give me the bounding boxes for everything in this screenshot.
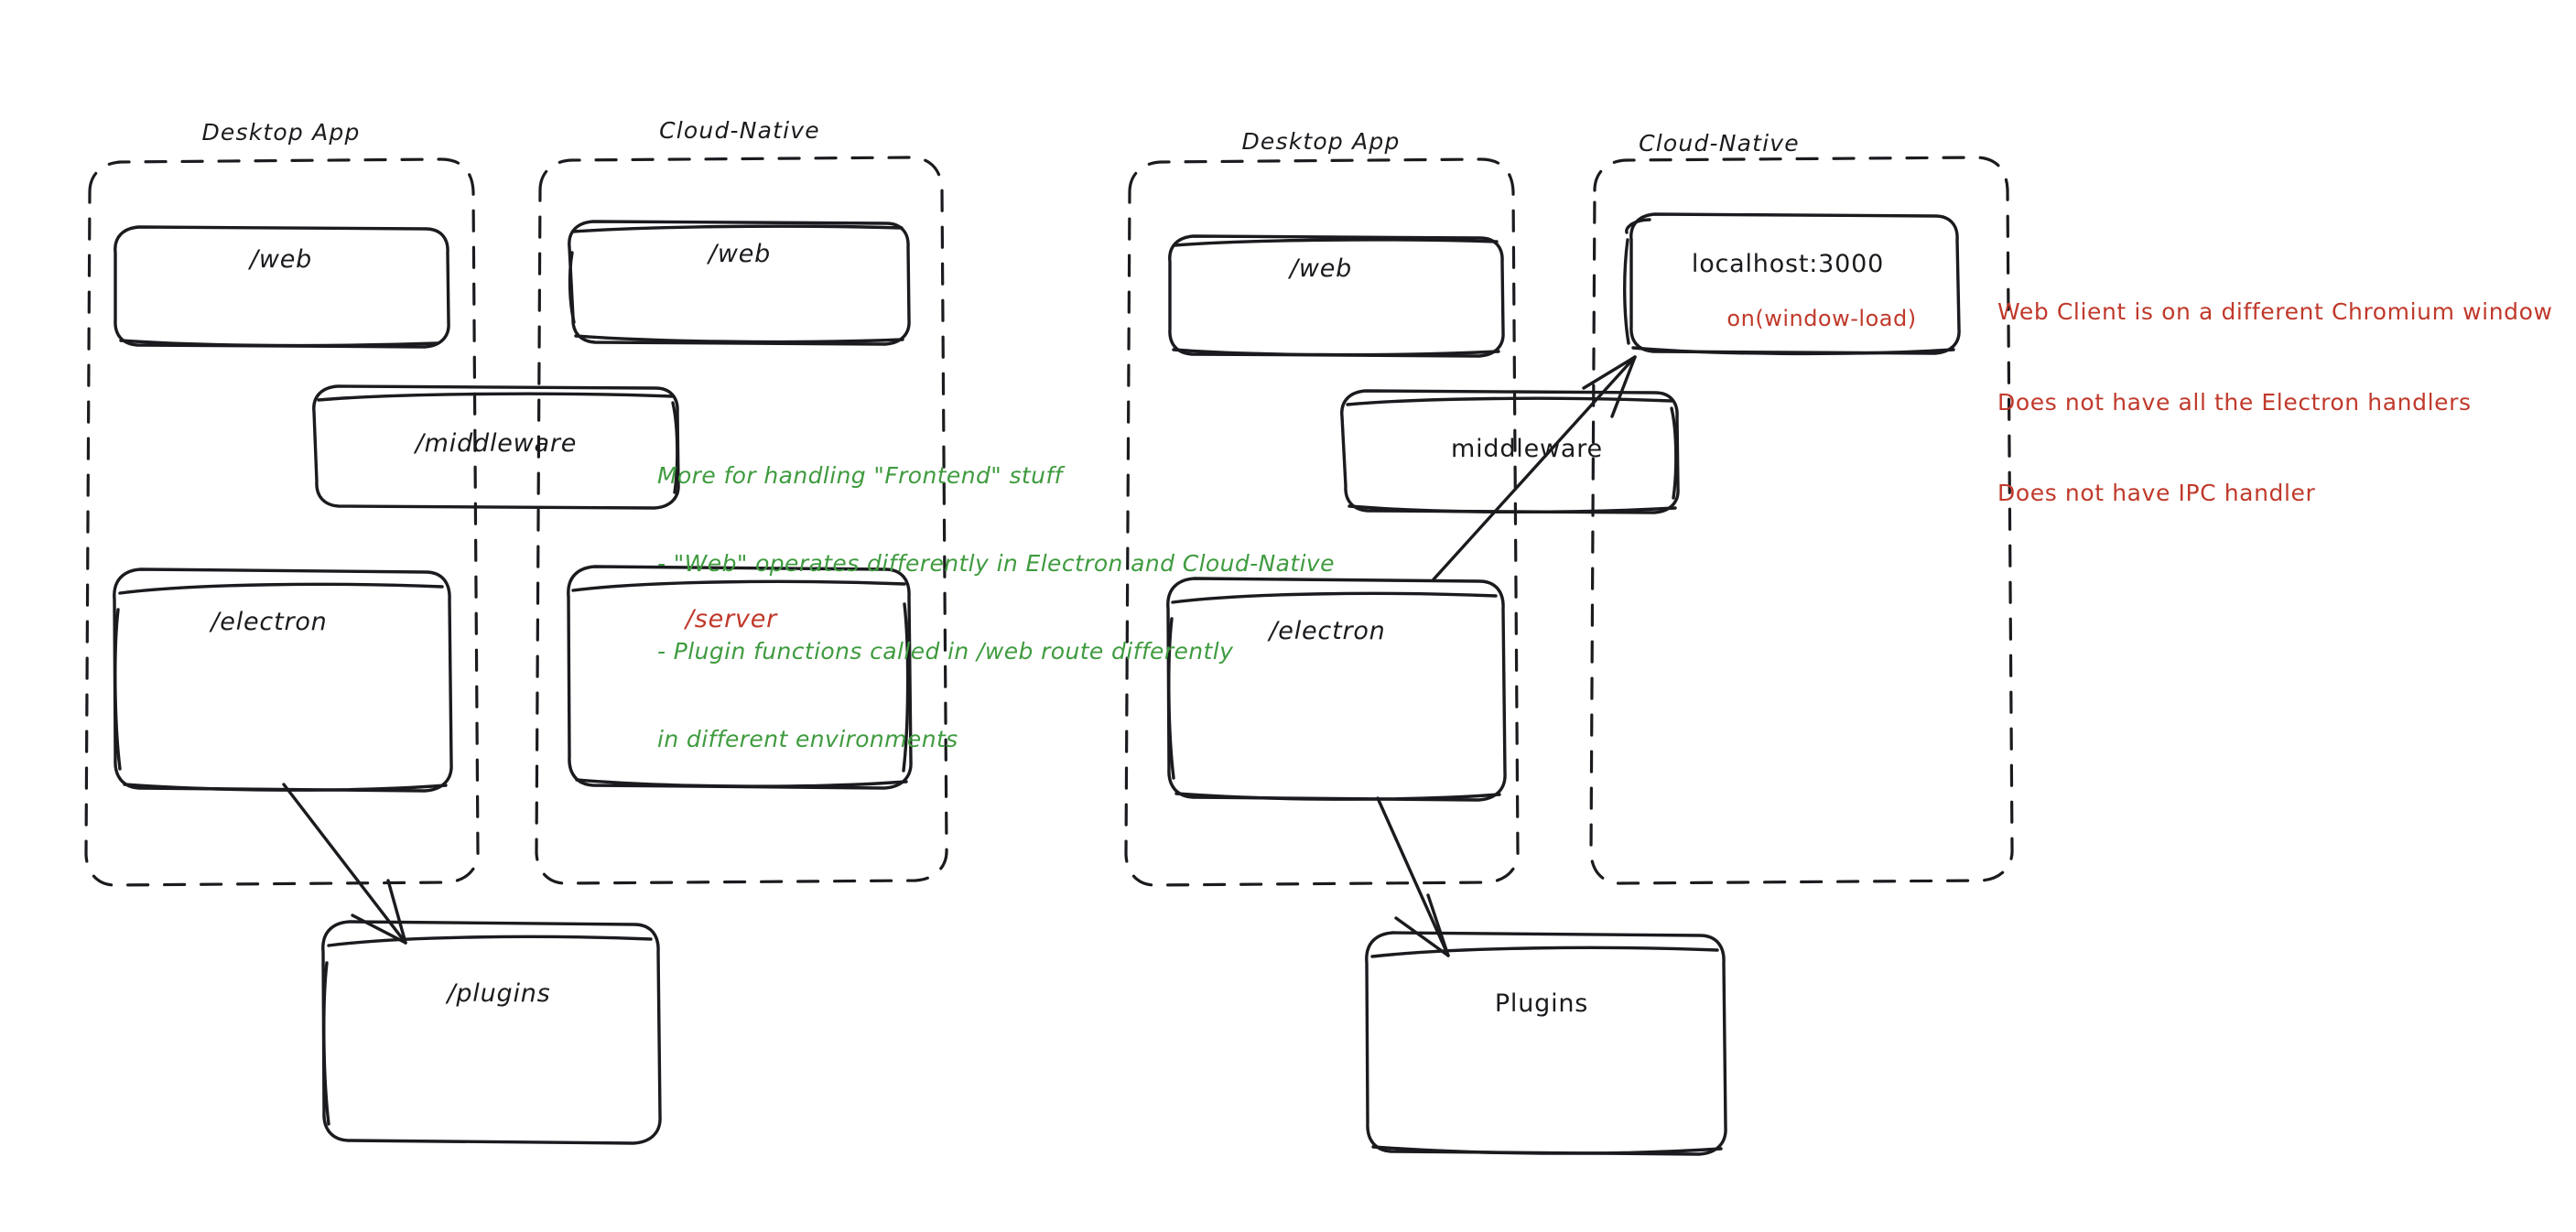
connector-left-electron-to-plugins: [282, 783, 407, 945]
note-line: Does not have IPC handler: [1997, 480, 2316, 506]
node-left-electron: [113, 567, 453, 793]
note-web-client-red: Web Client is on a different Chromium wi…: [1997, 236, 2553, 568]
node-left-plugins: [321, 920, 662, 1145]
note-line: More for handling "Frontend" stuff: [657, 462, 1063, 489]
connector-right-electron-to-plugins: [1376, 796, 1450, 957]
note-line: Does not have all the Electron handlers: [1997, 389, 2472, 416]
node-label-left-desktop-web: /web: [249, 245, 313, 274]
note-middleware-green: More for handling "Frontend" stuff - "We…: [657, 403, 1335, 813]
group-title-left-cloud-native: Cloud-Native: [659, 117, 820, 144]
node-label-left-cloud-web: /web: [708, 240, 772, 268]
note-line: Web Client is on a different Chromium wi…: [1997, 298, 2553, 325]
group-title-left-desktop-app: Desktop App: [201, 119, 361, 146]
node-label-left-server: /server: [685, 605, 778, 633]
connector-right-electron-to-localhost: [1432, 355, 1637, 581]
node-label-right-electron: /electron: [1269, 617, 1386, 645]
node-label-right-middleware: middleware: [1451, 435, 1603, 463]
node-sublabel-right-localhost-onload: on(window-load): [1726, 306, 1917, 331]
group-title-right-cloud-native: Cloud-Native: [1639, 130, 1800, 157]
node-label-right-desktop-web: /web: [1289, 254, 1353, 283]
note-line: - Plugin functions called in /web route …: [657, 638, 1234, 665]
note-line: - "Web" operates differently in Electron…: [657, 550, 1335, 577]
node-right-localhost: [1623, 212, 1961, 356]
node-label-left-electron: /electron: [211, 608, 328, 636]
node-label-right-plugins: Plugins: [1494, 989, 1589, 1018]
node-label-right-localhost: localhost:3000: [1691, 250, 1885, 278]
node-right-plugins: [1365, 931, 1727, 1156]
note-line: in different environments: [657, 726, 958, 752]
node-label-left-plugins: /plugins: [447, 979, 551, 1008]
group-title-right-desktop-app: Desktop App: [1241, 128, 1401, 155]
node-label-left-middleware: /middleware: [415, 429, 578, 458]
